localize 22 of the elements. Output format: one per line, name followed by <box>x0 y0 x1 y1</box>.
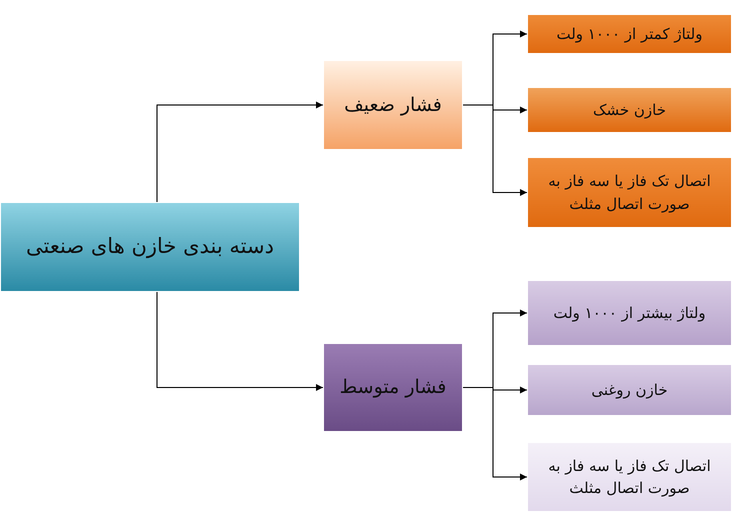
box-label: اتصال تک فاز یا سه فاز به صورت اتصال مثلث <box>547 456 712 499</box>
box-label: فشار متوسط <box>340 375 446 400</box>
item-box <box>527 87 732 133</box>
group-box <box>323 60 463 150</box>
box-label: خازن خشک <box>593 100 666 121</box>
item-box <box>527 157 732 228</box>
category-box <box>0 202 300 292</box>
box-label: خازن روغنی <box>591 380 668 401</box>
arrow <box>462 387 528 480</box>
box-label: دسته بندی خازن های صنعتی <box>26 233 274 260</box>
arrow <box>462 104 528 196</box>
item-box <box>527 14 732 54</box>
box-label: ولتاژ کمتر از ۱۰۰۰ ولت <box>556 24 703 45</box>
box-label: فشار ضعیف <box>344 92 442 118</box>
group-box <box>323 343 463 432</box>
item-box <box>527 442 732 512</box>
item-box <box>527 280 732 346</box>
box-label: اتصال تک فاز یا سه فاز به صورت اتصال مثلث <box>547 171 712 215</box>
item-box <box>527 364 732 416</box>
arrow <box>156 102 324 202</box>
arrow <box>156 292 324 391</box>
box-label: ولتاژ بیشتر از ۱۰۰۰ ولت <box>553 302 706 324</box>
